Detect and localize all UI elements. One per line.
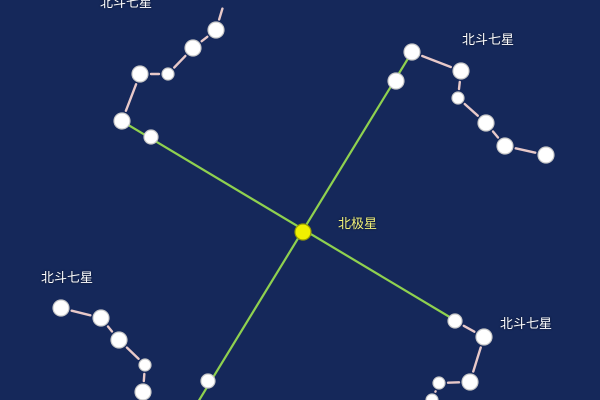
connector-top-right-0	[421, 54, 452, 69]
star-bottom-left-2	[92, 309, 110, 327]
star-top-left-4	[161, 67, 175, 81]
label-big-dipper-top-right: 北斗七星	[462, 33, 515, 48]
star-top-right-2	[452, 62, 470, 80]
connector-bottom-right-0	[462, 324, 476, 333]
connector-bottom-left-3	[142, 372, 146, 383]
label-big-dipper-bottom-right: 北斗七星	[500, 317, 553, 332]
star-bottom-left-6	[200, 373, 216, 389]
star-top-right-5	[496, 137, 514, 155]
star-top-left-7	[143, 129, 159, 145]
star-bottom-left-1	[52, 299, 70, 317]
pointer-line-diagonal-1	[118, 118, 460, 324]
star-bottom-right-3	[461, 373, 479, 391]
label-polaris: 北极星	[338, 217, 378, 232]
star-bottom-right-2	[475, 328, 493, 346]
star-top-left-2	[207, 21, 225, 39]
star-top-right-1	[403, 43, 421, 61]
connector-top-right-4	[514, 147, 537, 154]
star-top-right-4	[477, 114, 495, 132]
connector-top-left-2	[173, 54, 187, 69]
star-bottom-right-5	[425, 393, 439, 400]
star-top-right-7	[387, 72, 405, 90]
polaris-star	[294, 223, 312, 241]
stars-layer	[52, 21, 555, 400]
label-big-dipper-bottom-left: 北斗七星	[41, 271, 94, 286]
star-bottom-left-5	[134, 383, 152, 400]
star-top-left-3	[184, 39, 202, 57]
connector-bottom-left-0	[70, 309, 92, 317]
star-top-left-5	[131, 65, 149, 83]
connector-top-right-3	[491, 130, 500, 139]
connector-top-left-4	[124, 83, 138, 112]
connector-top-left-1	[200, 35, 209, 43]
star-top-right-6	[537, 146, 555, 164]
connector-bottom-left-2	[125, 346, 140, 360]
star-bottom-right-4	[432, 376, 446, 390]
star-bottom-right-1	[447, 313, 463, 329]
star-top-left-6	[113, 112, 131, 130]
star-bottom-left-4	[138, 358, 152, 372]
connector-bottom-left-1	[106, 325, 114, 333]
star-bottom-left-3	[110, 331, 128, 349]
connector-top-left-0	[217, 7, 224, 21]
connector-top-right-1	[457, 80, 461, 91]
label-big-dipper-top-left: 北斗七星	[100, 0, 153, 11]
connector-bottom-right-1	[472, 346, 482, 373]
constellation-lines	[70, 7, 537, 393]
connector-top-right-2	[463, 102, 479, 117]
star-top-right-3	[451, 91, 465, 105]
